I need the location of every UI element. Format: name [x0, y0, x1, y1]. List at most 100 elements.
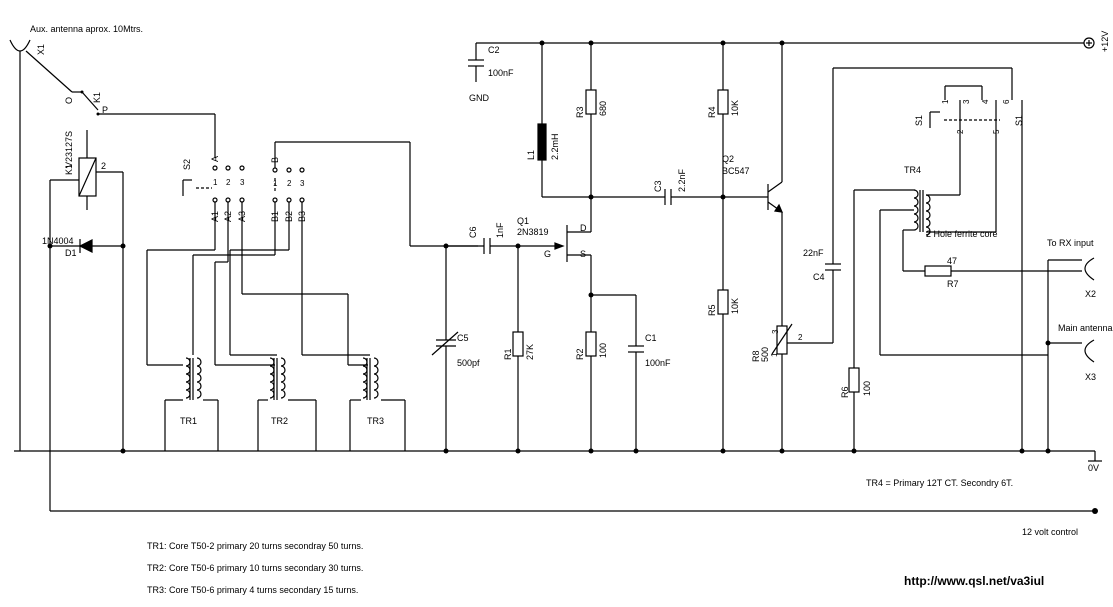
s1-pin2-label: 2 — [956, 129, 965, 134]
c2-label: C2 — [488, 45, 500, 55]
potentiometer-r8 — [771, 323, 833, 451]
sw-a-label: A — [210, 156, 220, 162]
transformer-tr1 — [164, 357, 219, 451]
relay-pin-label: 2 — [101, 161, 106, 171]
sw-a3-label: A3 — [237, 211, 247, 222]
resistor-r1 — [512, 246, 524, 451]
capacitor-c3 — [664, 189, 768, 205]
tr4-core-label: 2 Hole ferrite core — [926, 229, 998, 239]
c5-label: C5 — [457, 333, 469, 343]
tr4-label: TR4 — [904, 165, 921, 175]
jfet-q1 — [554, 197, 592, 332]
tr1-label: TR1 — [180, 416, 197, 426]
k1-o-label: O — [64, 97, 74, 104]
resistor-r6 — [848, 189, 915, 451]
r4-value: 10K — [730, 100, 740, 116]
s1-pin1-label: 1 — [941, 99, 950, 104]
x3-label: X3 — [1085, 372, 1096, 382]
antenna-connector-x3 — [1048, 339, 1095, 363]
r3-value: 680 — [598, 101, 608, 116]
k1-contact-label: K1 — [92, 92, 102, 103]
r5-label: R5 — [707, 304, 717, 316]
variable-capacitor-c5 — [431, 246, 459, 451]
capacitor-c6 — [446, 238, 555, 254]
s1-pin6-label: 6 — [1002, 99, 1011, 104]
resistor-r5 — [717, 197, 729, 451]
sw-a-1-label: 1 — [213, 178, 218, 187]
q2-part-label: BC547 — [722, 166, 750, 176]
sw-a2-label: A2 — [223, 211, 233, 222]
q1-d-label: D — [580, 223, 587, 233]
k1-p-label: P — [102, 105, 108, 115]
q1-label: Q1 — [517, 216, 529, 226]
sw-b-2-label: 2 — [287, 179, 292, 188]
r2-label: R2 — [575, 348, 585, 360]
s1-pin5-label: 5 — [992, 129, 1001, 134]
resistor-r7 — [924, 265, 1082, 277]
r3-label: R3 — [575, 106, 585, 118]
l1-value: 2.2mH — [550, 133, 560, 160]
band-switch-s2 — [182, 141, 478, 247]
ground-rail — [14, 450, 1102, 462]
s1-pin3-label: 3 — [962, 99, 971, 104]
title-label: Aux. antenna aprox. 10Mtrs. — [30, 24, 143, 34]
s1b-label: S1 — [1014, 115, 1024, 126]
r8-pin3-label: 3 — [771, 329, 780, 334]
d1-part-label: 1N4004 — [42, 236, 74, 246]
c3-value: 2.2nF — [677, 168, 687, 192]
r5-value: 10K — [730, 298, 740, 314]
tr3-label: TR3 — [367, 416, 384, 426]
q1-g-label: G — [544, 249, 551, 259]
c4-value: 22nF — [803, 248, 824, 258]
r7-label: R7 — [947, 279, 959, 289]
sw-a-3-label: 3 — [240, 178, 245, 187]
supply-rail-12v — [476, 37, 1095, 49]
resistor-r3 — [585, 43, 597, 197]
r8-label: R8 — [751, 350, 761, 362]
r8-pin1-label: 1 — [770, 352, 779, 357]
r7-value: 47 — [947, 256, 957, 266]
capacitor-c4 — [825, 67, 1013, 343]
d1-label: D1 — [65, 248, 77, 258]
resistor-r2 — [585, 331, 597, 451]
inductor-l1 — [537, 43, 665, 198]
c6-value: 1nF — [495, 222, 505, 238]
c1-label: C1 — [645, 333, 657, 343]
s2-label: S2 — [182, 159, 192, 170]
diode-d1 — [50, 239, 123, 253]
relay-k1-label: K1 — [64, 164, 74, 175]
r6-label: R6 — [840, 386, 850, 398]
transformer-tr2 — [257, 357, 317, 451]
capacitor-c1 — [591, 294, 644, 451]
to-rx-label: To RX input — [1047, 238, 1094, 248]
c4-label: C4 — [813, 272, 825, 282]
q1-s-label: S — [580, 249, 586, 259]
sw-b1-label: B1 — [270, 211, 280, 222]
relay-coil-k1 — [50, 130, 124, 451]
capacitor-c2 — [468, 43, 484, 82]
r4-label: R4 — [707, 106, 717, 118]
s1-label: S1 — [914, 115, 924, 126]
sw-a-2-label: 2 — [226, 178, 231, 187]
sw-b-1-label: 1 — [273, 179, 278, 188]
sw-a1-label: A1 — [210, 211, 220, 222]
plus-12v-label: +12V — [1100, 31, 1110, 52]
q2-label: Q2 — [722, 154, 734, 164]
control-line-12v — [49, 180, 1095, 512]
x1-label: X1 — [36, 44, 46, 55]
sw-b-label: B — [270, 157, 280, 163]
source-url: http://www.qsl.net/va3iul — [904, 574, 1044, 588]
rx-connector-x2 — [1047, 257, 1095, 451]
note-tr2: TR2: Core T50-6 primary 10 turns seconda… — [147, 563, 363, 573]
r2-value: 100 — [598, 343, 608, 358]
switch-leads — [146, 202, 370, 366]
c6-label: C6 — [468, 226, 478, 238]
gnd-label: GND — [469, 93, 490, 103]
transformer-tr4 — [879, 130, 1048, 356]
r6-value: 100 — [862, 381, 872, 396]
tr4-note: TR4 = Primary 12T CT. Secondry 6T. — [866, 478, 1013, 488]
main-antenna-label: Main antenna — [1058, 323, 1113, 333]
sw-b2-label: B2 — [284, 211, 294, 222]
r1-value: 27K — [525, 344, 535, 360]
